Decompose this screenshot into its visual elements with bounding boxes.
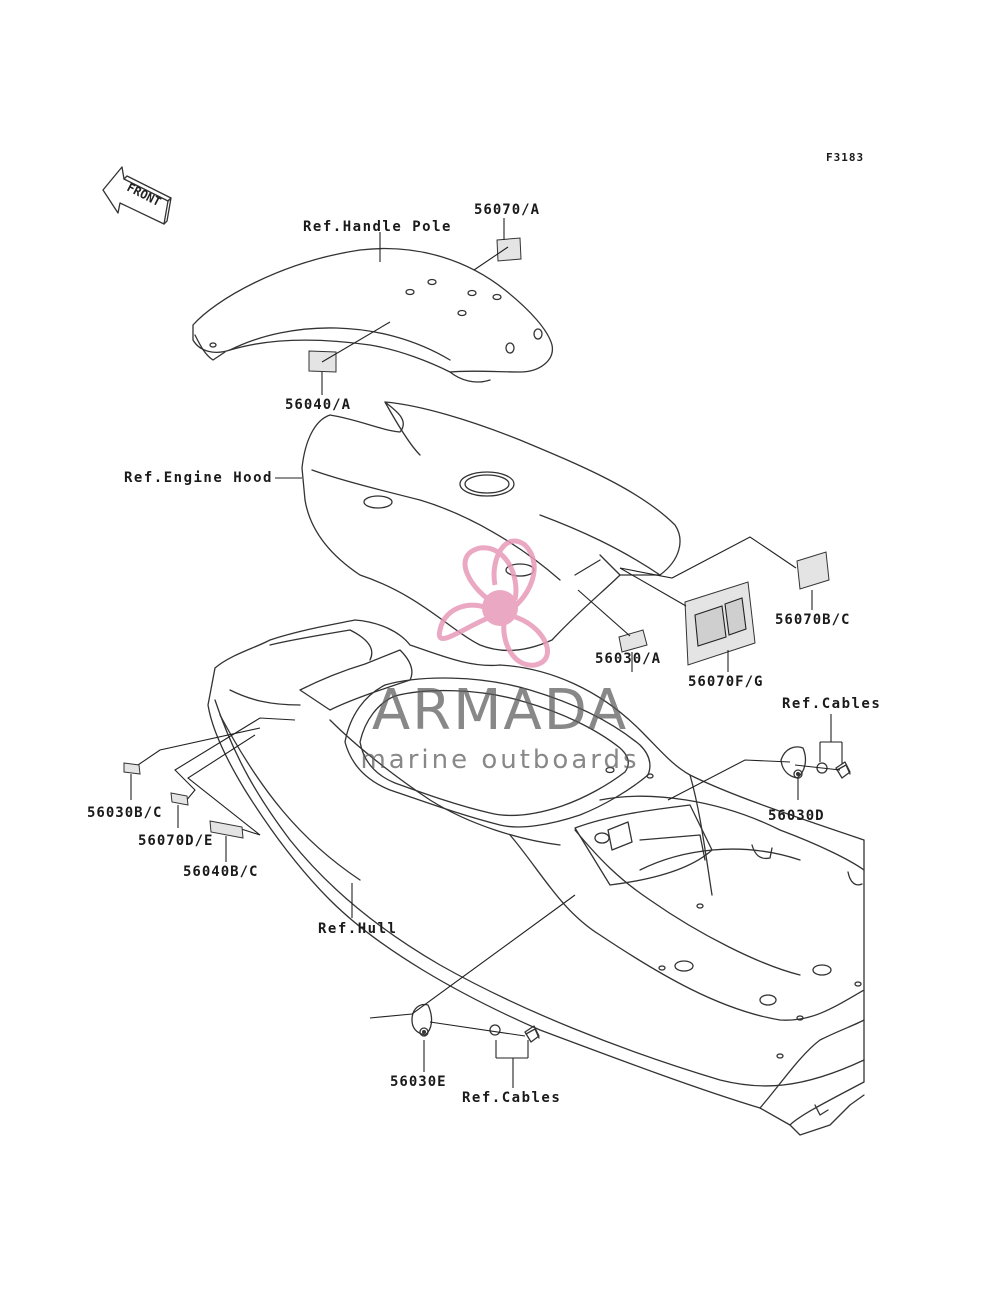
label-56070-de: 56070D/E (138, 833, 214, 849)
front-arrow-icon: FRONT (102, 166, 172, 225)
watermark-title: ARMADA (371, 678, 629, 743)
label-56030-bc: 56030B/C (87, 805, 163, 821)
decal-56030-bc (123, 762, 141, 775)
label-ref-cables-top: Ref.Cables (782, 696, 882, 712)
label-ref-cables-bottom: Ref.Cables (462, 1090, 562, 1106)
decal-56070-de (170, 792, 189, 806)
decal-56070-a (496, 237, 522, 262)
label-56070-bc: 56070B/C (775, 612, 851, 628)
part-56030d (780, 746, 851, 779)
label-56030e: 56030E (390, 1074, 447, 1090)
label-ref-handle-pole: Ref.Handle Pole (303, 219, 452, 235)
engine-hood-outline (301, 401, 681, 652)
label-56030d: 56030D (768, 808, 825, 824)
decal-56040-bc (209, 820, 244, 839)
watermark-logo-icon (436, 538, 550, 668)
decal-56070-fg (684, 581, 756, 666)
watermark-subtitle: marine outboards (360, 745, 640, 775)
figure-code: F3183 (826, 151, 865, 164)
label-ref-hull: Ref.Hull (318, 921, 398, 937)
part-56030e (411, 1003, 540, 1043)
label-56070-fg: 56070F/G (688, 674, 764, 690)
hull-outline (207, 619, 865, 1136)
label-56040-a: 56040/A (285, 397, 352, 413)
decal-56070-bc (796, 551, 830, 590)
label-ref-engine-hood: Ref.Engine Hood (124, 470, 273, 486)
handle-pole-outline (192, 247, 553, 383)
label-56030-a: 56030/A (595, 651, 662, 667)
label-56070-a: 56070/A (474, 202, 541, 218)
decal-56030-a (618, 629, 648, 653)
label-56040-bc: 56040B/C (183, 864, 259, 880)
